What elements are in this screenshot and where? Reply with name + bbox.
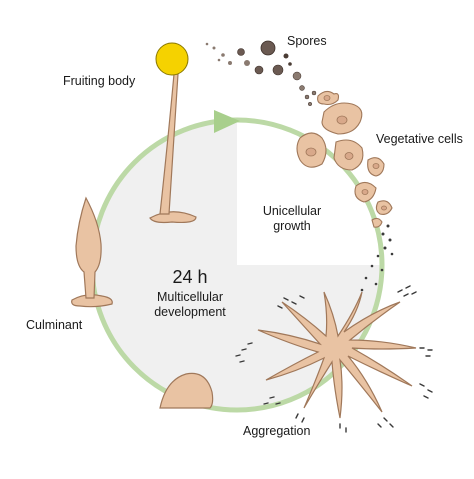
- starving-cell-dots: [360, 224, 394, 292]
- cell-dot: [364, 276, 368, 280]
- spore: [307, 101, 313, 107]
- spore: [283, 53, 289, 59]
- spores-cluster: [205, 40, 317, 107]
- label-unicellular-line2: growth: [273, 219, 311, 233]
- cell-nucleus: [344, 152, 354, 160]
- cell-dash: [397, 289, 403, 293]
- cell-nucleus: [381, 205, 387, 211]
- cell-dash: [277, 305, 283, 309]
- cell-dash: [247, 342, 253, 345]
- label-vegetative-cells: Vegetative cells: [376, 132, 463, 146]
- cell-dash: [241, 348, 247, 351]
- cell-dot: [380, 268, 384, 272]
- spore: [292, 71, 302, 81]
- spore: [304, 94, 310, 100]
- label-multicellular-line2: development: [154, 305, 226, 319]
- spore: [260, 40, 276, 56]
- label-spores: Spores: [287, 34, 327, 48]
- cell-dash: [275, 402, 281, 405]
- cycle-arrowhead: [214, 110, 240, 133]
- cell-nucleus: [372, 163, 380, 169]
- cell-dash: [411, 291, 417, 295]
- fruiting-body: [149, 42, 197, 224]
- cell-dash: [269, 396, 275, 399]
- fruiting-body-stalk: [159, 73, 179, 215]
- cell-dash: [299, 295, 305, 299]
- aggregation-cell-dashes: [235, 285, 433, 433]
- cell-dash: [263, 402, 269, 405]
- cell-nucleus: [323, 95, 331, 101]
- cell-dot: [381, 232, 385, 236]
- cell-dot: [386, 224, 390, 228]
- cell-nucleus: [305, 147, 317, 157]
- cell-dash: [283, 297, 289, 301]
- vegetative-cells: [296, 90, 393, 228]
- cell-dot: [388, 238, 392, 242]
- spore: [212, 46, 216, 50]
- cell-dot: [370, 264, 374, 268]
- cell-dash: [239, 360, 245, 363]
- cell-dash: [419, 383, 425, 387]
- spore: [311, 90, 317, 96]
- label-unicellular-growth: Unicellular growth: [254, 204, 330, 234]
- cell-dot: [390, 252, 394, 256]
- spore: [254, 65, 264, 75]
- spore: [272, 64, 284, 76]
- spore-head: [155, 42, 189, 76]
- spore: [228, 61, 232, 65]
- label-culminant: Culminant: [26, 318, 83, 332]
- cell-dash: [295, 413, 299, 419]
- cell-dash: [389, 423, 394, 428]
- cell-dash: [291, 301, 297, 305]
- label-aggregation: Aggregation: [243, 424, 311, 438]
- label-multicellular-line1: Multicellular: [157, 290, 223, 304]
- cell-dot: [360, 288, 364, 292]
- cell-dash: [423, 395, 429, 399]
- spore: [221, 53, 225, 57]
- culminant-body: [75, 196, 102, 299]
- aggregation-streams: [257, 291, 417, 419]
- cell-dash: [301, 417, 305, 423]
- label-fruiting-body: Fruiting body: [63, 74, 136, 88]
- vegetative-cell-nuclei: [305, 95, 387, 211]
- cell-nucleus: [336, 115, 348, 125]
- cell-dot: [383, 246, 387, 250]
- culminant: [71, 196, 113, 308]
- cell-nucleus: [361, 189, 369, 195]
- spore: [237, 48, 245, 56]
- cell-dash: [403, 293, 409, 297]
- mound: [159, 372, 214, 409]
- spore: [217, 58, 221, 62]
- spore: [244, 60, 250, 66]
- cell-dash: [427, 389, 433, 393]
- spore: [205, 42, 209, 46]
- cell-dash: [383, 417, 388, 422]
- cell-dash: [377, 423, 382, 428]
- spore: [288, 62, 292, 66]
- label-unicellular-line1: Unicellular: [262, 204, 322, 218]
- label-multicellular-development: Multicellular development: [140, 290, 240, 320]
- label-time: 24 h: [172, 267, 208, 287]
- vegetative-cell: [371, 217, 383, 228]
- cell-dot: [376, 254, 380, 258]
- cell-dot: [374, 282, 378, 286]
- cell-dash: [235, 354, 241, 357]
- cell-dash: [405, 285, 411, 289]
- aggregation-center: [257, 291, 417, 419]
- spore: [299, 85, 305, 91]
